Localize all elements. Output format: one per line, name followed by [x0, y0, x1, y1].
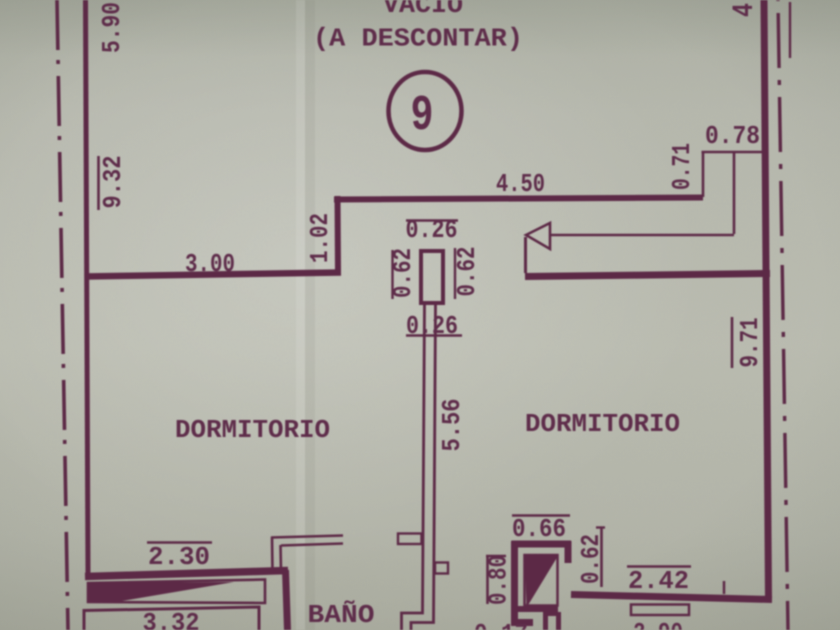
svg-text:4.50: 4.50	[496, 169, 545, 199]
svg-text:0.26: 0.26	[406, 215, 458, 245]
svg-text:0.71: 0.71	[667, 143, 697, 190]
svg-text:DORMITORIO: DORMITORIO	[525, 409, 680, 439]
svg-text:2.90: 2.90	[633, 618, 683, 630]
svg-text:3.00: 3.00	[185, 249, 235, 279]
svg-text:5.56: 5.56	[437, 399, 467, 452]
svg-text:0.62: 0.62	[388, 248, 418, 298]
svg-text:DORMITORIO: DORMITORIO	[175, 415, 330, 445]
svg-text:2.42: 2.42	[628, 566, 689, 596]
svg-text:9.71: 9.71	[735, 318, 765, 368]
svg-text:0.78: 0.78	[705, 121, 760, 151]
svg-text:5.90: 5.90	[97, 2, 127, 53]
svg-text:0.80: 0.80	[484, 555, 514, 605]
svg-text:2.30: 2.30	[148, 542, 210, 572]
svg-text:9.32: 9.32	[98, 156, 128, 209]
svg-text:0.62: 0.62	[452, 247, 482, 297]
svg-text:3.32: 3.32	[143, 608, 200, 630]
svg-text:0.17: 0.17	[474, 619, 528, 630]
svg-text:VACIO: VACIO	[383, 0, 463, 20]
svg-text:0.66: 0.66	[512, 514, 566, 544]
svg-text:BAÑO: BAÑO	[308, 600, 375, 630]
svg-text:(A DESCONTAR): (A DESCONTAR)	[313, 24, 523, 54]
svg-text:4.10: 4.10	[728, 0, 762, 17]
svg-text:0.62: 0.62	[576, 534, 606, 584]
svg-text:9: 9	[411, 88, 434, 145]
svg-text:1.02: 1.02	[305, 213, 335, 263]
svg-text:0.26: 0.26	[406, 311, 458, 341]
